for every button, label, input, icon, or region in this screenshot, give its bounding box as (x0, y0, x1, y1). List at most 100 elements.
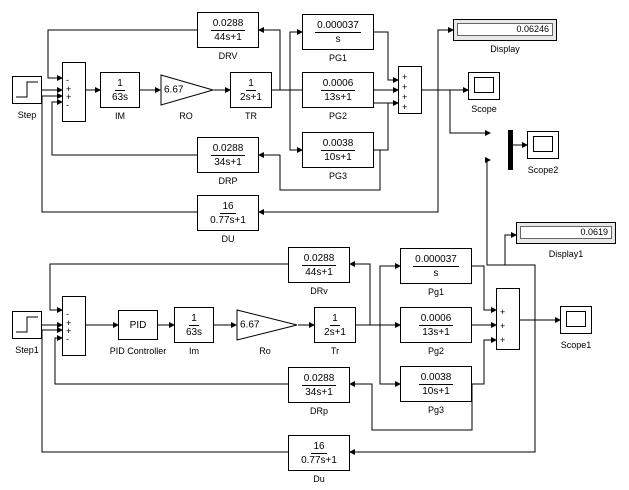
pid-text: PID (129, 319, 147, 331)
im-block[interactable]: 1 63s (174, 307, 214, 343)
tf-denominator: 13s+1 (324, 91, 352, 103)
sum-block[interactable]: - + + - (62, 296, 86, 356)
scope-screen-icon (533, 136, 553, 152)
display-block[interactable]: 0.06246 (453, 19, 557, 41)
scope-label: Scope (471, 104, 497, 114)
sum-sign: + (66, 92, 72, 102)
drv-block[interactable]: 0.0288 44s+1 (197, 12, 259, 48)
tr-label: TR (245, 111, 257, 121)
step1-block[interactable] (12, 311, 42, 339)
sum-block[interactable]: - + + - (62, 62, 86, 122)
tf-denominator: 13s+1 (422, 326, 450, 338)
gain-triangle-icon (160, 74, 214, 106)
drp-label: DRp (309, 406, 329, 416)
gain-triangle-icon (236, 309, 298, 341)
scope1-block[interactable] (560, 306, 592, 334)
drv-label: DRV (218, 51, 238, 61)
scope2-label: Scope2 (527, 165, 559, 175)
pg3-block[interactable]: 0.0038 10s+1 (302, 132, 374, 168)
tf-numerator: 0.000037 (315, 19, 361, 33)
sum-sign: + (402, 82, 408, 92)
ro-gain-block[interactable]: 6.67 (236, 309, 298, 341)
pg1-block[interactable]: 0.000037 s (302, 14, 374, 50)
pg3-label: Pg3 (427, 405, 445, 415)
pg2-block[interactable]: 0.0006 13s+1 (302, 72, 374, 108)
drv-block[interactable]: 0.0288 44s+1 (288, 247, 350, 283)
im-label: IM (115, 111, 125, 121)
display-value: 0.06246 (457, 23, 553, 36)
pg1-block[interactable]: 0.000037 s (400, 248, 472, 284)
pid-controller-block[interactable]: PID (118, 310, 158, 340)
tf-numerator: 1 (246, 77, 256, 91)
tf-numerator: 0.000037 (413, 253, 459, 267)
du-block[interactable]: 16 0.77s+1 (288, 435, 350, 471)
im-label: Im (189, 346, 199, 356)
gain-value: 6.67 (164, 84, 184, 96)
display-label: Display (490, 44, 520, 54)
du-block[interactable]: 16 0.77s+1 (197, 195, 259, 231)
tf-numerator: 1 (330, 312, 340, 326)
pg2-block[interactable]: 0.0006 13s+1 (400, 307, 472, 343)
pg3-label: PG3 (328, 171, 348, 181)
sum-sign: + (500, 321, 506, 331)
mux-block[interactable] (508, 130, 513, 170)
sum-sign: + (500, 307, 506, 317)
pg1-label: Pg1 (427, 287, 445, 297)
im-block[interactable]: 1 63s (100, 72, 140, 108)
tf-denominator: 10s+1 (422, 385, 450, 397)
sum2-block[interactable]: + + + + (398, 66, 422, 114)
ro-gain-block[interactable]: 6.67 (160, 74, 214, 106)
sum-sign: - (66, 334, 69, 344)
sum-sign: + (402, 72, 408, 82)
tf-numerator: 0.0038 (320, 137, 356, 151)
du-label: Du (313, 474, 325, 484)
sum-sign: + (66, 318, 72, 328)
ro-label: RO (179, 111, 193, 121)
tf-denominator: 63s (111, 91, 129, 103)
tf-denominator: 44s+1 (305, 266, 333, 278)
display1-block[interactable]: 0.0619 (516, 222, 616, 244)
tf-numerator: 0.0006 (418, 312, 454, 326)
pid-controller-label: PID Controller (109, 346, 167, 356)
step-icon (16, 316, 38, 333)
tf-denominator: 63s (185, 326, 203, 338)
pg1-label: PG1 (328, 53, 348, 63)
sum-sign: - (66, 75, 69, 85)
drp-label: DRP (218, 176, 238, 186)
display1-label: Display1 (548, 249, 584, 259)
sum2-block[interactable]: + + + (496, 288, 520, 350)
tf-denominator: 2s+1 (324, 326, 346, 338)
scope1-label: Scope1 (560, 340, 592, 350)
tr-block[interactable]: 1 2s+1 (230, 72, 272, 108)
tf-numerator: 16 (311, 440, 327, 454)
sum-sign: + (66, 326, 72, 336)
sum-sign: - (66, 100, 69, 110)
tf-numerator: 0.0288 (301, 252, 337, 266)
tf-denominator: 0.77s+1 (301, 454, 337, 466)
ro-label: Ro (259, 346, 271, 356)
tr-block[interactable]: 1 2s+1 (314, 307, 356, 343)
tf-denominator: 0.77s+1 (210, 214, 246, 226)
tf-denominator: s (433, 267, 439, 279)
drp-block[interactable]: 0.0288 34s+1 (197, 137, 259, 173)
step1-label: Step1 (15, 345, 39, 355)
tf-numerator: 0.0288 (210, 142, 246, 156)
drp-block[interactable]: 0.0288 34s+1 (288, 367, 350, 403)
display-value: 0.0619 (520, 226, 612, 239)
tf-numerator: 0.0288 (301, 372, 337, 386)
scope-screen-icon (474, 77, 494, 93)
scope2-block[interactable] (527, 131, 559, 159)
pg3-block[interactable]: 0.0038 10s+1 (400, 366, 472, 402)
tf-numerator: 16 (220, 200, 236, 214)
pg2-label: Pg2 (427, 346, 445, 356)
sum-sign: + (66, 84, 72, 94)
sum-sign: + (500, 335, 506, 345)
scope-block[interactable] (468, 72, 500, 100)
step-block[interactable] (12, 76, 42, 104)
scope-screen-icon (566, 311, 586, 327)
tf-numerator: 0.0006 (320, 77, 356, 91)
tf-numerator: 0.0038 (418, 371, 454, 385)
tr-label: Tr (330, 346, 340, 356)
